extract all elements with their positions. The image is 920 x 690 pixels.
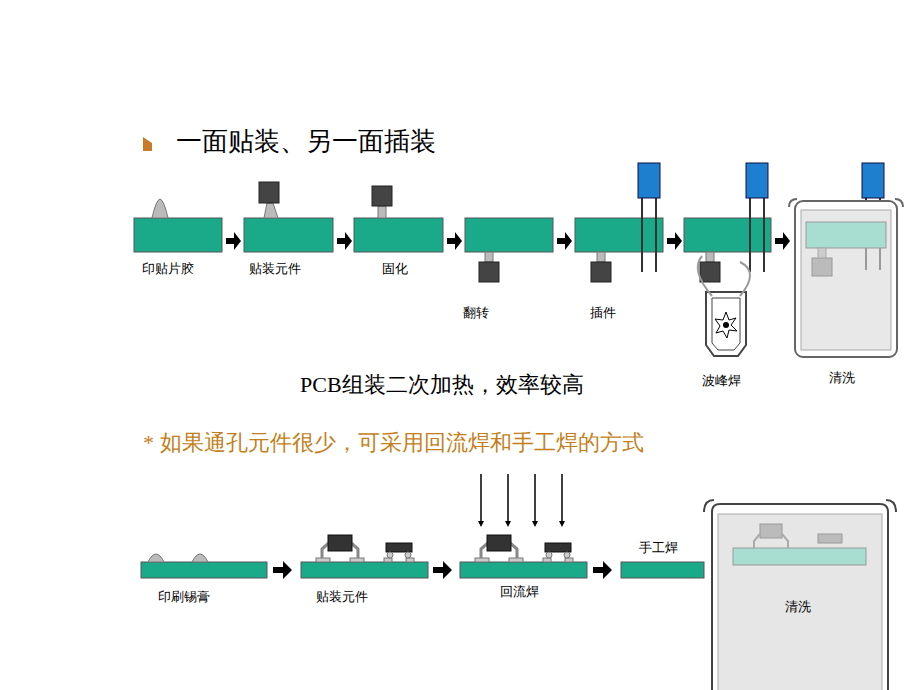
step-label: 插件 (590, 304, 616, 322)
step-label: 清洗 (829, 369, 855, 387)
step-label: 固化 (382, 260, 408, 278)
tip-note: * 如果通孔元件很少，可采用回流焊和手工焊的方式 (143, 428, 644, 458)
step-label: 回流焊 (500, 583, 539, 601)
summary-note: PCB组装二次加热，效率较高 (300, 370, 584, 400)
step-label: 印刷锡膏 (158, 588, 210, 606)
step-label: 清洗 (785, 598, 811, 616)
step-label: 波峰焊 (702, 372, 741, 390)
bullet (143, 137, 152, 151)
step-label: 印贴片胶 (142, 260, 194, 278)
slide-title: 一面贴装、另一面插装 (176, 124, 436, 159)
step-label: 贴装元件 (316, 588, 368, 606)
step-label: 翻转 (463, 304, 489, 322)
step-label: 手工焊 (639, 539, 678, 557)
step-label: 贴装元件 (249, 260, 301, 278)
